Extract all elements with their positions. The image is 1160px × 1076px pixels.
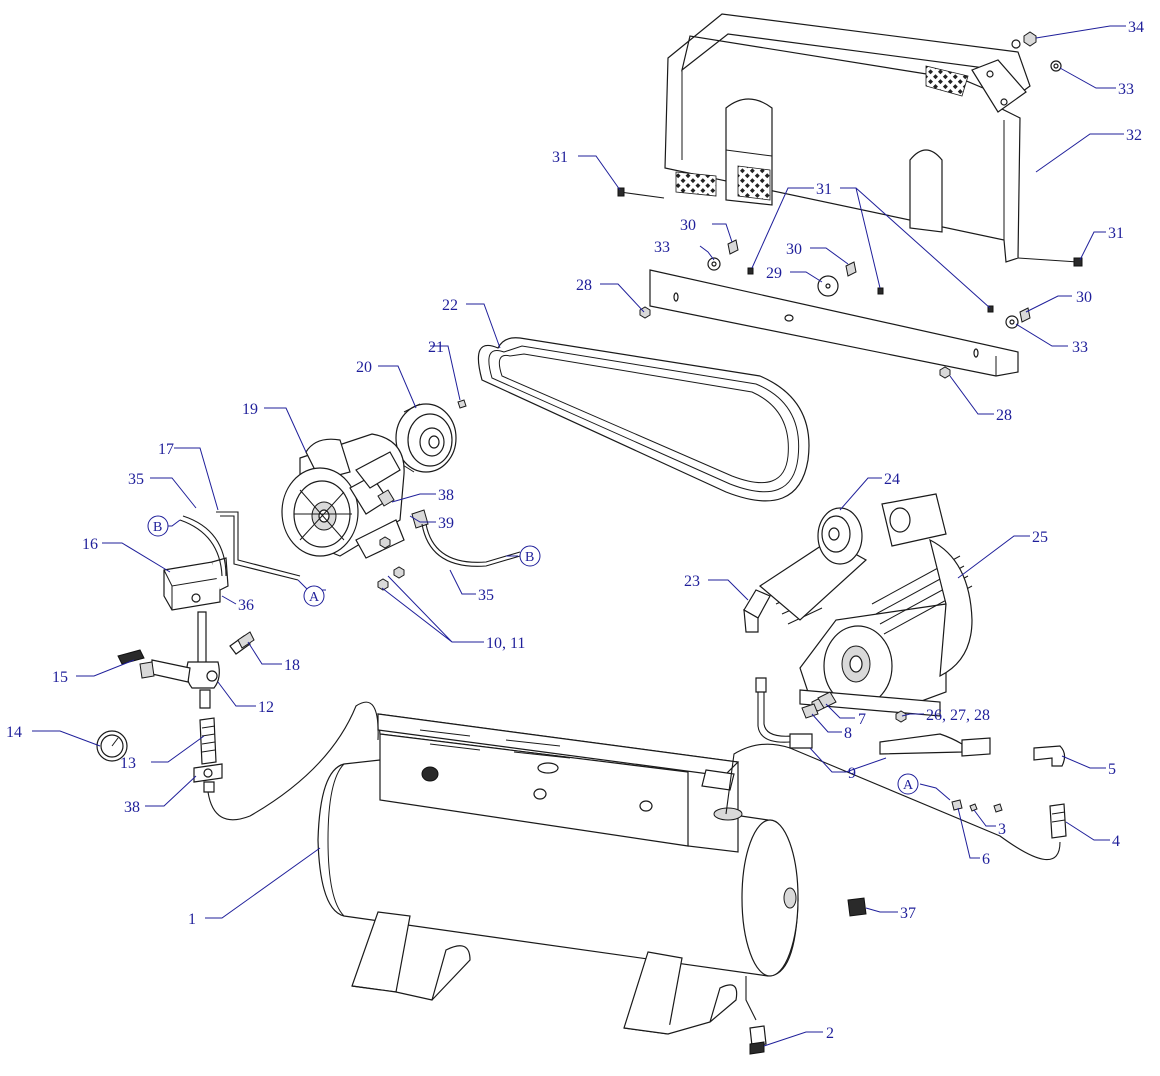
callout-30-mid: 30 [786,241,802,258]
check-valve-4 [1049,803,1067,839]
callout-38-bottom: 38 [124,799,140,816]
callout-16: 16 [82,536,98,553]
reference-markers: A A B B [147,515,919,795]
callout-13: 13 [120,755,136,772]
drive-belt [477,337,810,502]
guard-nut-34 [1011,31,1037,49]
unloader-tube-17 [216,511,301,581]
air-pump [759,493,973,723]
ref-circle-a-left [303,585,325,607]
guard-washers-33 [707,257,1019,329]
air-tank [317,713,799,1035]
callout-6: 6 [982,851,990,868]
callout-9: 9 [848,765,856,782]
callout-12: 12 [258,699,274,716]
ref-circle-a-right [897,773,919,795]
callout-35-left: 35 [128,471,144,488]
callout-15: 15 [52,669,68,686]
callout-30-right: 30 [1076,289,1092,306]
pipe-fittings [96,611,255,793]
callout-39: 39 [438,515,454,532]
elbow-5 [1033,745,1066,767]
callout-5: 5 [1108,761,1116,778]
pressure-switch [163,557,229,611]
guard-bracket [649,269,1019,377]
callout-1: 1 [188,911,196,928]
callout-36: 36 [238,597,254,614]
callout-23: 23 [684,573,700,590]
elbow-23 [743,589,771,633]
callout-17: 17 [158,441,174,458]
callout-labels: 1 2 3 4 5 6 7 8 9 10, 11 12 13 14 15 16 … [6,19,1144,1042]
callout-20: 20 [356,359,372,376]
outlet-tube-9 [755,677,991,757]
ref-b-left: B [153,520,162,535]
small-fittings-3-6 [951,799,1003,813]
pump-fittings [801,691,837,719]
electric-motor [281,433,405,559]
guard-washer-33-top [1050,60,1062,72]
callout-18: 18 [284,657,300,674]
callout-14: 14 [6,724,22,741]
callout-28-right: 28 [996,407,1012,424]
motor-hardware [377,509,429,591]
callout-26-27-28: 26, 27, 28 [926,707,990,724]
callout-2: 2 [826,1025,834,1042]
callout-34: 34 [1128,19,1144,36]
callout-3: 3 [998,821,1006,838]
callout-32: 32 [1126,127,1142,144]
callout-31-left: 31 [552,149,568,166]
callout-38-motor: 38 [438,487,454,504]
pulley-key-21 [457,399,467,409]
callout-21: 21 [428,339,444,356]
callout-31-right: 31 [1108,225,1124,242]
callout-29: 29 [766,265,782,282]
callout-24: 24 [884,471,900,488]
callout-35-right: 35 [478,587,494,604]
callout-37: 37 [900,905,916,922]
callout-33-top: 33 [1118,81,1134,98]
ref-circle-b-left [147,515,169,537]
callout-33-right: 33 [1072,339,1088,356]
callout-8: 8 [844,725,852,742]
ref-a-left: A [309,590,320,605]
callout-22: 22 [442,297,458,314]
callout-4: 4 [1112,833,1120,850]
ref-b-right: B [525,550,534,565]
callout-33-left: 33 [654,239,670,256]
leader-lines [32,25,1126,1047]
belt-guard [664,13,1031,263]
ref-a-right: A [903,778,914,793]
drain-valve-2 [749,1025,767,1055]
callout-25: 25 [1032,529,1048,546]
discharge-tube [207,701,1061,861]
switch-cord-35 [179,515,227,577]
callout-30-left: 30 [680,217,696,234]
tank-plug-37 [847,897,867,917]
callout-10-11: 10, 11 [486,635,525,652]
guard-washer-29 [817,275,839,297]
callout-19: 19 [242,401,258,418]
callout-31-mid: 31 [816,181,832,198]
ref-circle-b-right [519,545,541,567]
motor-pulley [395,403,457,473]
motor-cord-35 [421,523,521,567]
callout-7: 7 [858,711,866,728]
callout-28-top: 28 [576,277,592,294]
